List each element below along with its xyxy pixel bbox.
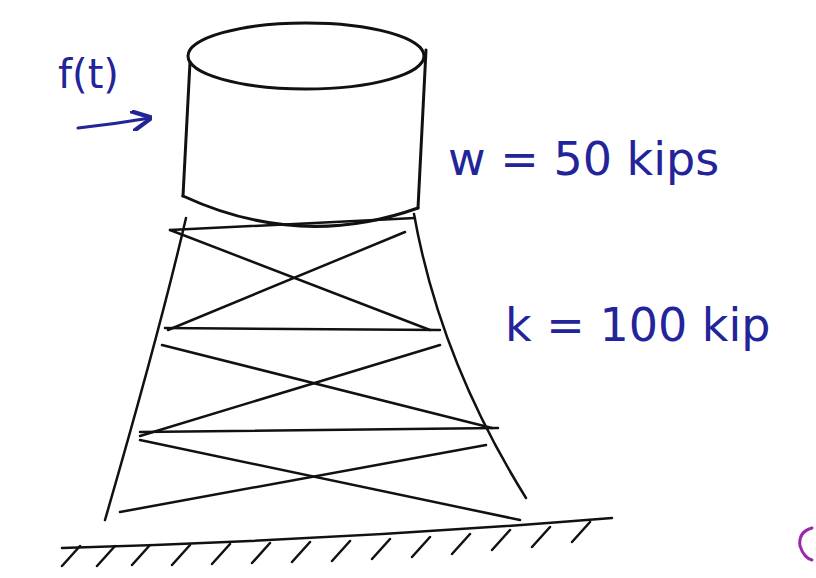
tank-side (418, 50, 426, 208)
tower-frame (105, 214, 526, 520)
ground-hatch (62, 522, 590, 566)
brace (120, 445, 486, 512)
force-label: f(t) (58, 52, 119, 96)
brace (140, 428, 498, 432)
brace (140, 345, 440, 436)
ground (62, 518, 612, 566)
margin-mark (800, 528, 812, 560)
brace (168, 232, 405, 330)
weight-label: w = 50 kips (448, 134, 719, 185)
brace (170, 230, 430, 330)
tank (183, 23, 426, 226)
brace (165, 328, 440, 330)
tank-side (183, 62, 190, 196)
ground-line (62, 518, 612, 548)
stiffness-label: k = 100 kip (505, 300, 770, 351)
tank-top (188, 23, 424, 89)
tank-bottom (183, 196, 418, 226)
brace (140, 440, 520, 520)
force-arrow (78, 118, 150, 128)
brace (170, 218, 415, 230)
tower-leg (105, 218, 186, 520)
